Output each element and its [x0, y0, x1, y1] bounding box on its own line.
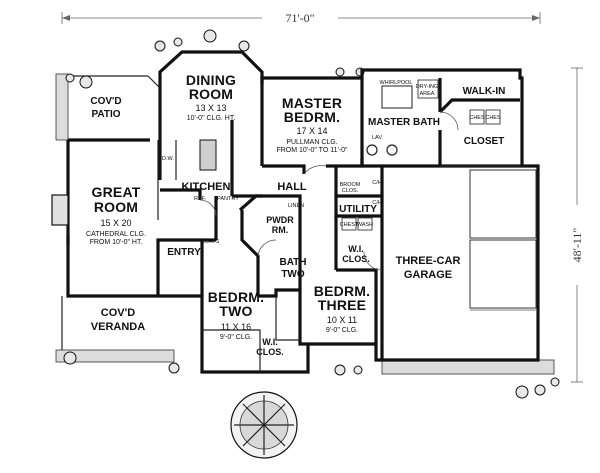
- fireplace-icon: [51, 194, 69, 226]
- wi-closet-three-name: W.I.: [348, 244, 364, 254]
- great-room-size: 15 X 20: [100, 218, 131, 228]
- master-bedroom-name2: BEDRM.: [284, 109, 340, 125]
- veranda-name: COV'D: [101, 307, 135, 319]
- garage-apron: [381, 359, 555, 375]
- great-room-name2: ROOM: [94, 199, 138, 215]
- patio-name: COV'D: [90, 96, 121, 107]
- bedroom-three-note: 9'-0" CLG.: [326, 327, 358, 334]
- dining-room-name: DINING: [186, 72, 236, 88]
- master-bedroom-name: MASTER: [282, 95, 342, 111]
- wash-label: WASH: [357, 222, 373, 228]
- great-room-name: GREAT: [92, 184, 141, 200]
- master-bath-name: MASTER BATH: [368, 117, 440, 128]
- dining-room-size: 13 X 13: [195, 103, 226, 113]
- ref-label: REF.: [194, 196, 206, 202]
- depth-dimension: 48'-11": [570, 67, 584, 383]
- drying-label: DRY-ING: [416, 84, 439, 90]
- door-swings: [199, 111, 459, 271]
- veranda-area: [55, 296, 175, 363]
- dining-room-note: 10'-0" CLG. HT.: [187, 115, 236, 122]
- bedroom-two-note: 9'-0" CLG.: [220, 334, 252, 341]
- tree-icon: [230, 391, 298, 459]
- lav-label: LAV: [372, 135, 382, 141]
- whirlpool-label: WHIRLPOOL: [379, 80, 412, 86]
- interior-walls: [51, 78, 537, 372]
- utility-name: UTILITY: [339, 204, 377, 215]
- bedroom-two-name2: TWO: [219, 303, 252, 319]
- pantry-label: PANTRY: [217, 196, 239, 202]
- broom-closet-name2: CLOS.: [342, 188, 359, 194]
- kitchen-island: [199, 139, 217, 171]
- linen-label: LINEN: [288, 203, 304, 209]
- bedroom-two-size: 11 X 16: [221, 322, 251, 332]
- ch2-label: C/H: [372, 200, 382, 206]
- bath-two-name2: TWO: [281, 269, 305, 280]
- bedroom-three-name: BEDRM.: [314, 283, 370, 299]
- bath-two-name: BATH: [279, 257, 306, 268]
- master-bedroom-note2: FROM 10'-0" TO 11'-0": [276, 147, 348, 154]
- dining-room-name2: ROOM: [189, 86, 233, 102]
- ches2-label: CHES: [485, 115, 501, 121]
- shrubs: [63, 29, 560, 399]
- width-dimension-label: 71'-0": [285, 11, 314, 25]
- drying-area: [417, 79, 439, 99]
- ch-label: C/H: [372, 180, 382, 186]
- walkin-closet-name2: CLOSET: [464, 136, 505, 147]
- kitchen-name: KITCHEN: [182, 181, 231, 193]
- area-label: AREA: [420, 91, 435, 97]
- ches-label: CHES: [469, 115, 485, 121]
- patio-name2: PATIO: [91, 109, 120, 120]
- wi-closet-three-name2: CLOS.: [342, 254, 370, 264]
- whirlpool-tub: [381, 85, 413, 109]
- dw-label: D.W.: [162, 156, 174, 162]
- patio-area: [55, 73, 161, 141]
- great-room-note: CATHEDRAL CLG.: [86, 231, 146, 238]
- wi-closet-two-name: W.I.: [262, 337, 278, 347]
- chest-label: CHEST: [340, 222, 359, 228]
- garage-name: THREE-CAR: [396, 255, 461, 267]
- bedroom-two-name: BEDRM.: [208, 289, 264, 305]
- bedroom-three-name2: THREE: [318, 297, 366, 313]
- walkin-closet-name: WALK-IN: [463, 86, 506, 97]
- veranda-name2: VERANDA: [91, 321, 145, 333]
- coats-label: COATS: [201, 239, 220, 245]
- garage-name2: GARAGE: [404, 269, 452, 281]
- powder-room-name: PWDR: [266, 215, 294, 225]
- master-bedroom-note: PULLMAN CLG.: [286, 139, 337, 146]
- depth-dimension-label: 48'-11": [570, 228, 584, 263]
- powder-room-name2: RM.: [272, 225, 289, 235]
- broom-closet-name: BROOM: [340, 182, 361, 188]
- hall-name: HALL: [277, 181, 307, 193]
- master-bedroom-size: 17 X 14: [296, 126, 327, 136]
- entry-name: ENTRY: [167, 247, 201, 258]
- wi-closet-two-name2: CLOS.: [256, 347, 284, 357]
- great-room-note2: FROM 10'-0" HT.: [90, 239, 143, 246]
- width-dimension: 71'-0": [61, 11, 541, 25]
- bedroom-three-size: 10 X 11: [327, 315, 357, 325]
